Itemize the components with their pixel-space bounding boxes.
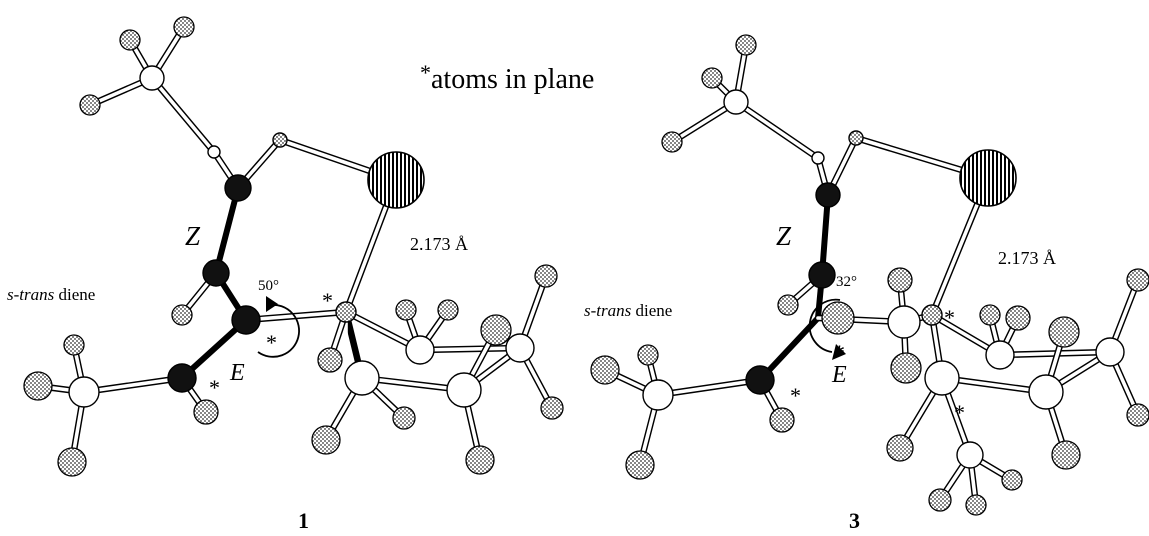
inplane-marker: *: [834, 340, 845, 365]
inplane-marker: *: [790, 383, 801, 408]
distance-label-1: 2.173 Å: [410, 234, 468, 254]
e-label-3: E: [831, 362, 847, 388]
rotation-arrow-1: [257, 296, 300, 358]
inplane-marker: *: [322, 288, 333, 313]
angle-label-3: 32°: [836, 274, 857, 290]
diene-italic-1: s-trans: [7, 285, 55, 304]
inplane-marker: *: [954, 400, 965, 425]
z-label-3: Z: [776, 221, 792, 251]
inplane-marker: *: [944, 305, 955, 330]
distance-label-3: 2.173 Å: [998, 248, 1056, 268]
molecule-panel-1: * * *: [23, 16, 564, 477]
atoms-panel-3: [590, 34, 1149, 516]
note-star: *: [420, 60, 431, 85]
bonds-panel-3: [601, 41, 1142, 509]
caption-1: 1: [298, 508, 309, 533]
note-text: atoms in plane: [431, 64, 594, 95]
atoms-panel-1: [23, 16, 564, 477]
z-label-1: Z: [185, 221, 201, 251]
caption-3: 3: [849, 508, 860, 533]
rotation-arrow-3: [808, 298, 846, 360]
molecule-panel-3: * * * *: [590, 34, 1149, 516]
angle-label-1: 50°: [258, 278, 279, 294]
atoms-in-plane-note: *atoms in plane: [420, 60, 594, 95]
e-label-1: E: [229, 360, 245, 386]
diene-italic-3: s-trans: [584, 301, 632, 320]
diene-word-3: diene: [631, 301, 672, 320]
diene-label-3: s-trans diene: [584, 301, 672, 320]
inplane-marker: *: [266, 330, 277, 355]
diene-label-1: s-trans diene: [7, 285, 95, 304]
diene-word-1: diene: [54, 285, 95, 304]
inplane-marker: *: [209, 375, 220, 400]
